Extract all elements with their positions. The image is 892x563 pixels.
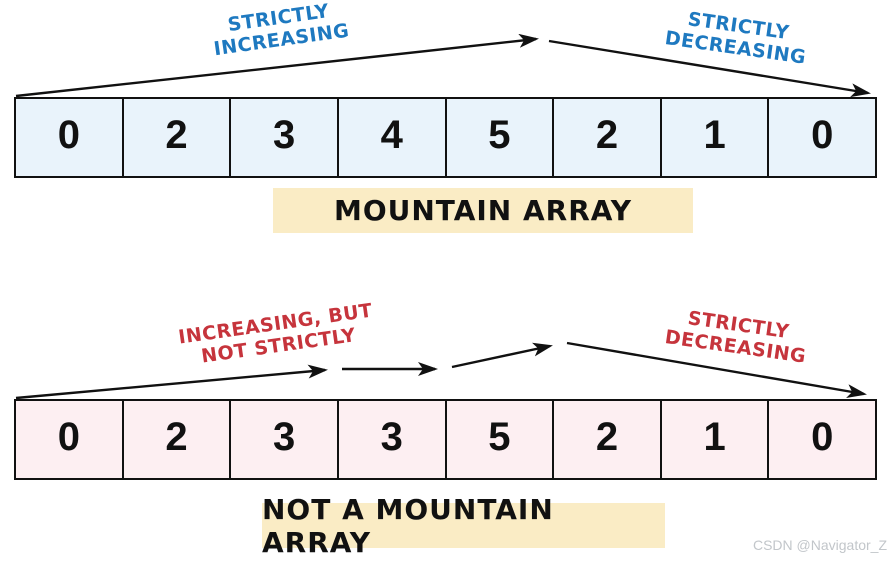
not-mountain-rise2-arrow: [451, 342, 553, 369]
array-cell: 0: [767, 99, 875, 176]
array-cell: 1: [659, 99, 768, 176]
array-cell: 1: [659, 401, 768, 478]
array-cell: 5: [444, 401, 553, 478]
array-cell: 2: [552, 99, 660, 176]
mountain-array: 0 2 3 4 5 2 1 0: [14, 97, 877, 178]
array-cell: 0: [767, 401, 875, 478]
watermark: CSDN @Navigator_Z: [752, 537, 887, 553]
not-mountain-increasing-annotation: INCREASING, BUT NOT STRICTLY: [155, 297, 399, 374]
not-mountain-decreasing-annotation: STRICTLY DECREASING: [635, 300, 839, 371]
not-mountain-rise-arrow: [15, 364, 328, 400]
mountain-decreasing-annotation: STRICTLY DECREASING: [635, 1, 839, 72]
array-cell: 2: [121, 99, 230, 176]
mountain-array-caption: MOUNTAIN ARRAY: [273, 188, 693, 233]
not-mountain-array-caption: NOT A MOUNTAIN ARRAY: [262, 493, 665, 559]
mountain-increasing-annotation: STRICTLY INCREASING: [178, 0, 382, 65]
array-cell: 3: [229, 401, 337, 478]
array-cell: 3: [229, 99, 337, 176]
not-mountain-array: 0 2 3 3 5 2 1 0: [14, 399, 877, 480]
array-cell: 4: [336, 99, 445, 176]
array-cell: 0: [57, 415, 80, 459]
caption-text: MOUNTAIN ARRAY: [333, 194, 633, 227]
array-cell: 2: [552, 401, 660, 478]
array-cell: 3: [336, 401, 445, 478]
array-cell: 0: [57, 113, 80, 157]
caption-text: NOT A MOUNTAIN ARRAY: [262, 492, 554, 559]
array-cell: 5: [444, 99, 553, 176]
array-cell: 2: [121, 401, 230, 478]
